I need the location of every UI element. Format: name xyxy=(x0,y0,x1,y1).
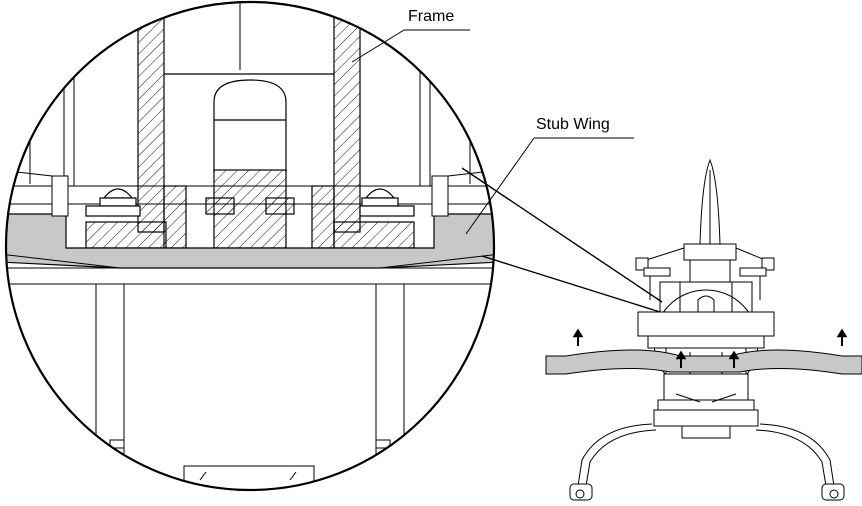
detail-circle xyxy=(4,0,496,492)
frame-cavity xyxy=(164,73,334,172)
stub-wing-details xyxy=(6,169,494,449)
callout-leaders xyxy=(351,29,634,235)
frame-label: Frame xyxy=(408,8,455,25)
bolt-heads xyxy=(85,188,415,217)
up-arrow-icon xyxy=(572,328,848,368)
stub-wing-label: Stub Wing xyxy=(536,116,610,133)
assembly-view xyxy=(545,158,862,501)
detail-view xyxy=(6,2,494,490)
magnifier-tangents xyxy=(461,167,663,313)
frame-section xyxy=(85,2,415,249)
stub-wing-section xyxy=(6,213,494,269)
